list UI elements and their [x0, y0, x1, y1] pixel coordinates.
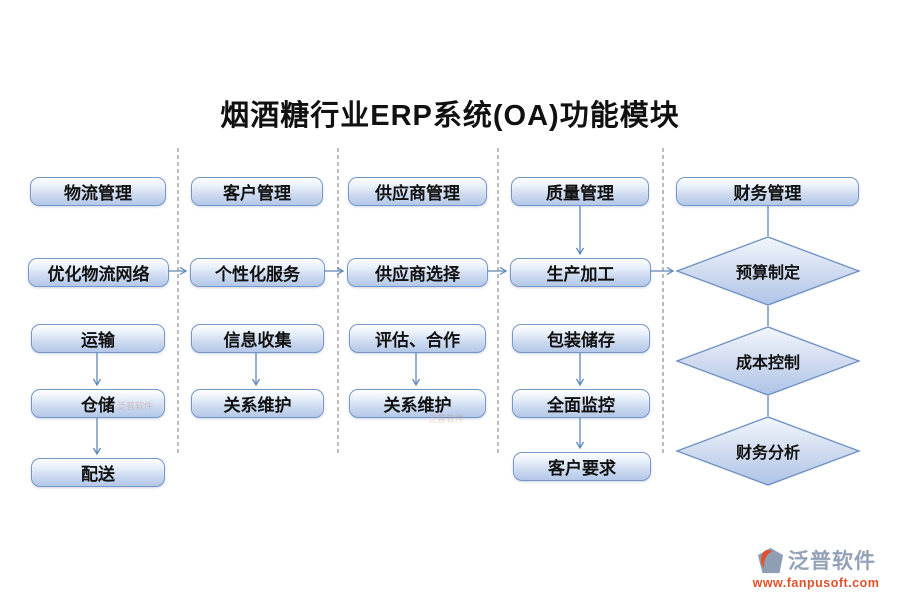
node-label: 信息收集	[223, 331, 292, 350]
node-quality-management: 质量管理	[511, 177, 649, 206]
decision-diamond	[675, 416, 861, 486]
node-label: 质量管理	[546, 184, 614, 203]
node-relationship-maintenance-2: 关系维护	[349, 389, 486, 418]
node-optimize-logistics-network: 优化物流网络	[28, 258, 169, 287]
node-personalized-service: 个性化服务	[190, 258, 325, 287]
node-label: 客户要求	[548, 459, 616, 478]
node-packaging-storage: 包装储存	[512, 324, 650, 353]
node-financial-analysis: 财务分析	[680, 438, 856, 464]
node-label: 生产加工	[546, 265, 615, 284]
node-cost-control: 成本控制	[680, 348, 856, 374]
node-label: 全面监控	[547, 396, 615, 415]
node-label: 评估、合作	[375, 331, 460, 350]
vendor-url: www.fanpusoft.com	[752, 576, 880, 590]
node-label: 包装储存	[547, 331, 615, 350]
vendor-branding: 泛普软件 www.fanpusoft.com	[740, 545, 892, 590]
node-info-collection: 信息收集	[191, 324, 324, 353]
diagram-title: 烟酒糖行业ERP系统(OA)功能模块	[220, 100, 680, 132]
node-warehousing: 仓储	[31, 389, 165, 418]
node-full-monitoring: 全面监控	[512, 389, 650, 418]
node-label: 财务管理	[733, 184, 802, 203]
decision-diamond	[675, 236, 861, 306]
node-distribution: 配送	[31, 458, 165, 487]
watermark-text: 泛普软件	[428, 414, 465, 424]
node-label: 配送	[81, 465, 115, 484]
node-customer-requirements: 客户要求	[513, 452, 651, 481]
node-supplier-selection: 供应商选择	[347, 258, 488, 287]
node-budget-making: 预算制定	[680, 258, 856, 284]
node-financial-management: 财务管理	[676, 177, 859, 206]
decision-diamond	[675, 326, 861, 396]
node-label: 预算制定	[735, 265, 800, 282]
node-customer-management: 客户管理	[191, 177, 323, 206]
node-label: 关系维护	[223, 396, 292, 415]
node-label: 财务分析	[735, 445, 800, 462]
node-label: 优化物流网络	[47, 265, 150, 284]
fanpu-logo-icon	[757, 547, 784, 573]
node-supplier-management: 供应商管理	[348, 177, 487, 206]
node-label: 个性化服务	[215, 265, 300, 284]
node-label: 仓储	[81, 396, 115, 415]
node-label: 物流管理	[64, 184, 132, 203]
node-production-processing: 生产加工	[510, 258, 651, 287]
node-label: 运输	[81, 331, 115, 350]
node-label: 供应商选择	[375, 265, 460, 284]
node-label: 供应商管理	[375, 184, 460, 203]
node-logistics-management: 物流管理	[30, 177, 166, 206]
node-relationship-maintenance: 关系维护	[191, 389, 324, 418]
node-label: 客户管理	[223, 184, 291, 203]
watermark-text: 泛普软件	[117, 401, 154, 411]
node-label: 成本控制	[735, 355, 800, 372]
node-label: 关系维护	[383, 396, 452, 415]
node-transport: 运输	[31, 324, 165, 353]
vendor-name: 泛普软件	[788, 550, 876, 573]
node-evaluation-cooperation: 评估、合作	[349, 324, 486, 353]
